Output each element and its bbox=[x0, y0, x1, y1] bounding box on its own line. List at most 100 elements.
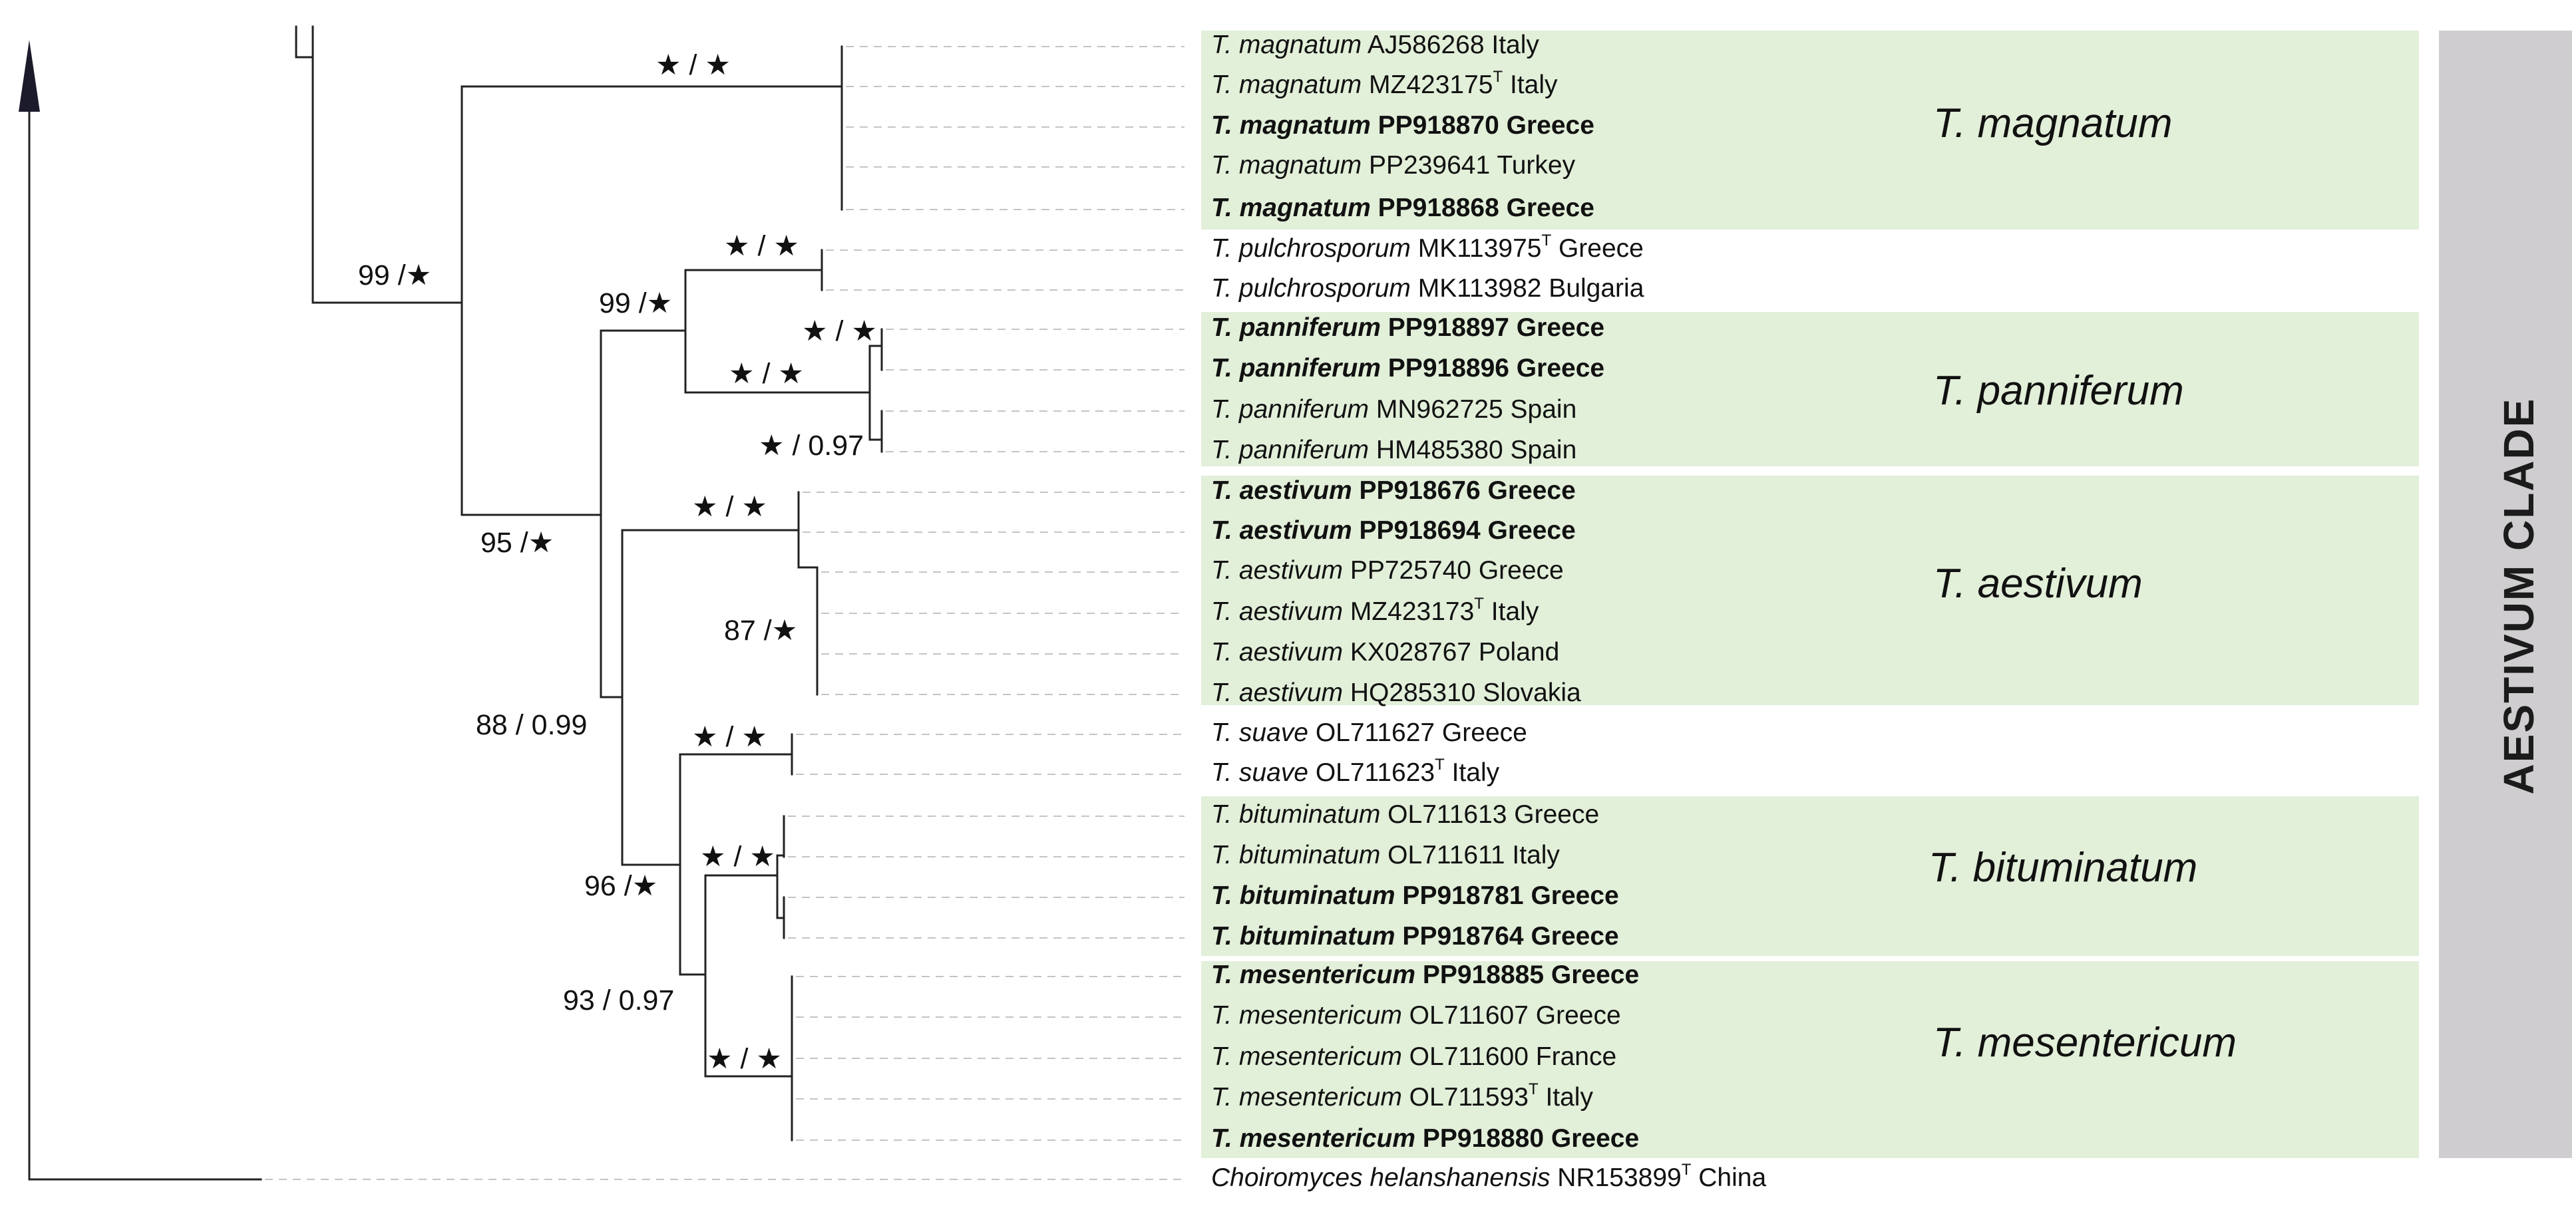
tree-branches bbox=[19, 25, 883, 1181]
tip-accession: MN962725 bbox=[1369, 395, 1503, 424]
tip-genus: T. bituminatum bbox=[1211, 800, 1380, 829]
type-strain-marker: T bbox=[1541, 231, 1551, 249]
tip-label: T. aestivum PP918694 Greece bbox=[1211, 516, 1576, 545]
tip-country: Greece bbox=[1529, 1001, 1621, 1030]
group-labels: T. magnatum T. panniferum T. aestivum T.… bbox=[1929, 100, 2237, 1066]
tip-accession: NR153899 bbox=[1550, 1163, 1681, 1192]
support-value: ★ / ★ bbox=[692, 491, 767, 523]
tip-country: Turkey bbox=[1490, 151, 1575, 180]
tip-accession: PP918676 bbox=[1352, 476, 1481, 505]
tip-label: T. bituminatum PP918781 Greece bbox=[1211, 881, 1619, 910]
tip-accession: OL711613 bbox=[1380, 800, 1507, 829]
tip-country: France bbox=[1529, 1042, 1616, 1071]
tip-accession: OL711600 bbox=[1402, 1042, 1529, 1071]
tip-accession: PP918781 bbox=[1395, 881, 1524, 910]
tip-genus: T. aestivum bbox=[1211, 476, 1352, 505]
support-values: ★ / ★99 /★★ / ★99 /★★ / ★★ / ★★ / 0.9795… bbox=[358, 49, 877, 1075]
guide-lines bbox=[265, 46, 1185, 1180]
tip-country: Italy bbox=[1505, 841, 1561, 869]
tip-country: Greece bbox=[1544, 961, 1639, 989]
tip-genus: T. panniferum bbox=[1211, 395, 1369, 424]
tip-genus: T. aestivum bbox=[1211, 597, 1343, 626]
tip-country: Greece bbox=[1499, 194, 1594, 222]
tip-accession: OL711623 bbox=[1308, 758, 1435, 787]
tip-country: Greece bbox=[1509, 313, 1604, 342]
tip-genus: T. mesentericum bbox=[1211, 1001, 1402, 1030]
tip-label: T. aestivum HQ285310 Slovakia bbox=[1211, 679, 1581, 707]
group-label-mesentericum: T. mesentericum bbox=[1933, 1020, 2237, 1066]
tip-accession: MK113975 bbox=[1411, 234, 1542, 263]
tip-genus: T. pulchrosporum bbox=[1211, 234, 1411, 263]
support-value: ★ / ★ bbox=[724, 230, 799, 262]
tip-country: Greece bbox=[1481, 516, 1576, 545]
tip-label: T. mesentericum OL711593T Italy bbox=[1211, 1080, 1593, 1112]
tip-country: Italy bbox=[1484, 597, 1539, 626]
tip-accession: PP725740 bbox=[1343, 556, 1471, 585]
tip-accession: PP918885 bbox=[1415, 961, 1544, 989]
tip-label: T. panniferum HM485380 Spain bbox=[1211, 436, 1576, 464]
type-strain-marker: T bbox=[1529, 1080, 1539, 1098]
support-value: 93 / 0.97 bbox=[563, 984, 674, 1016]
tip-label: T. mesentericum PP918880 Greece bbox=[1211, 1124, 1639, 1153]
group-band-panniferum bbox=[1201, 312, 2419, 466]
tip-accession: HM485380 bbox=[1369, 436, 1503, 464]
tip-label: T. suave OL711623T Italy bbox=[1211, 756, 1500, 787]
support-value: ★ / ★ bbox=[655, 49, 731, 81]
tip-genus: T. suave bbox=[1211, 758, 1308, 787]
tip-country: Italy bbox=[1503, 71, 1558, 99]
tip-genus: T. mesentericum bbox=[1211, 961, 1415, 989]
group-label-aestivum: T. aestivum bbox=[1933, 561, 2143, 607]
support-value: 96 /★ bbox=[584, 870, 657, 902]
tip-genus: T. mesentericum bbox=[1211, 1083, 1402, 1112]
tip-label: T. magnatum MZ423175T Italy bbox=[1211, 68, 1558, 99]
tip-genus: T. pulchrosporum bbox=[1211, 274, 1411, 303]
group-label-bituminatum: T. bituminatum bbox=[1929, 845, 2197, 891]
tip-genus: T. bituminatum bbox=[1211, 881, 1395, 910]
tip-accession: MZ423173 bbox=[1343, 597, 1474, 626]
support-value: 99 /★ bbox=[599, 287, 672, 319]
support-value: ★ / ★ bbox=[707, 1043, 782, 1075]
support-value: ★ / ★ bbox=[802, 315, 877, 347]
tip-label: T. panniferum PP918897 Greece bbox=[1211, 313, 1604, 342]
group-band-magnatum bbox=[1201, 31, 2419, 229]
support-value: 87 /★ bbox=[724, 615, 797, 647]
collapsed-root-arrow-icon bbox=[19, 40, 40, 112]
tip-accession: MZ423175 bbox=[1362, 71, 1493, 99]
tip-label: T. panniferum PP918896 Greece bbox=[1211, 354, 1604, 382]
tip-country: Spain bbox=[1503, 436, 1577, 464]
tip-genus: T. magnatum bbox=[1211, 194, 1371, 222]
tip-genus: T. aestivum bbox=[1211, 516, 1352, 545]
tip-label: T. magnatum PP239641 Turkey bbox=[1211, 151, 1576, 180]
tip-accession: PP239641 bbox=[1362, 151, 1490, 180]
tip-genus: T. aestivum bbox=[1211, 556, 1343, 585]
tip-genus: T. panniferum bbox=[1211, 313, 1381, 342]
tip-label: T. suave OL711627 Greece bbox=[1211, 718, 1527, 747]
group-label-magnatum: T. magnatum bbox=[1933, 100, 2173, 146]
tip-label: T. magnatum PP918868 Greece bbox=[1211, 194, 1594, 222]
tip-genus: T. bituminatum bbox=[1211, 922, 1395, 951]
tip-genus: T. magnatum bbox=[1211, 111, 1371, 140]
tip-label: T. aestivum PP725740 Greece bbox=[1211, 556, 1564, 585]
tip-country: Greece bbox=[1544, 1124, 1639, 1153]
tip-label: T. pulchrosporum MK113982 Bulgaria bbox=[1211, 274, 1644, 303]
tip-label: T. bituminatum PP918764 Greece bbox=[1211, 922, 1619, 951]
tip-genus: T. panniferum bbox=[1211, 354, 1381, 382]
clade-label: AESTIVUM CLADE bbox=[2495, 398, 2543, 795]
tip-label: T. aestivum KX028767 Poland bbox=[1211, 638, 1559, 667]
tip-country: Greece bbox=[1524, 922, 1619, 951]
tip-accession: PP918764 bbox=[1395, 922, 1524, 951]
tip-country: Greece bbox=[1435, 718, 1527, 747]
tip-genus: T. aestivum bbox=[1211, 638, 1343, 667]
tip-accession: PP918868 bbox=[1371, 194, 1499, 222]
tip-country: Greece bbox=[1507, 800, 1599, 829]
support-value: 95 /★ bbox=[480, 527, 554, 559]
support-value: ★ / ★ bbox=[692, 721, 767, 753]
support-value: ★ / ★ bbox=[700, 841, 775, 873]
tip-label: T. pulchrosporum MK113975T Greece bbox=[1211, 231, 1644, 263]
support-value: ★ / ★ bbox=[729, 358, 804, 390]
tip-country: Greece bbox=[1509, 354, 1604, 382]
tip-accession: MK113982 bbox=[1411, 274, 1542, 303]
tip-country: Greece bbox=[1551, 234, 1644, 263]
tip-genus: T. magnatum bbox=[1211, 71, 1362, 99]
tip-genus: T. suave bbox=[1211, 718, 1308, 747]
